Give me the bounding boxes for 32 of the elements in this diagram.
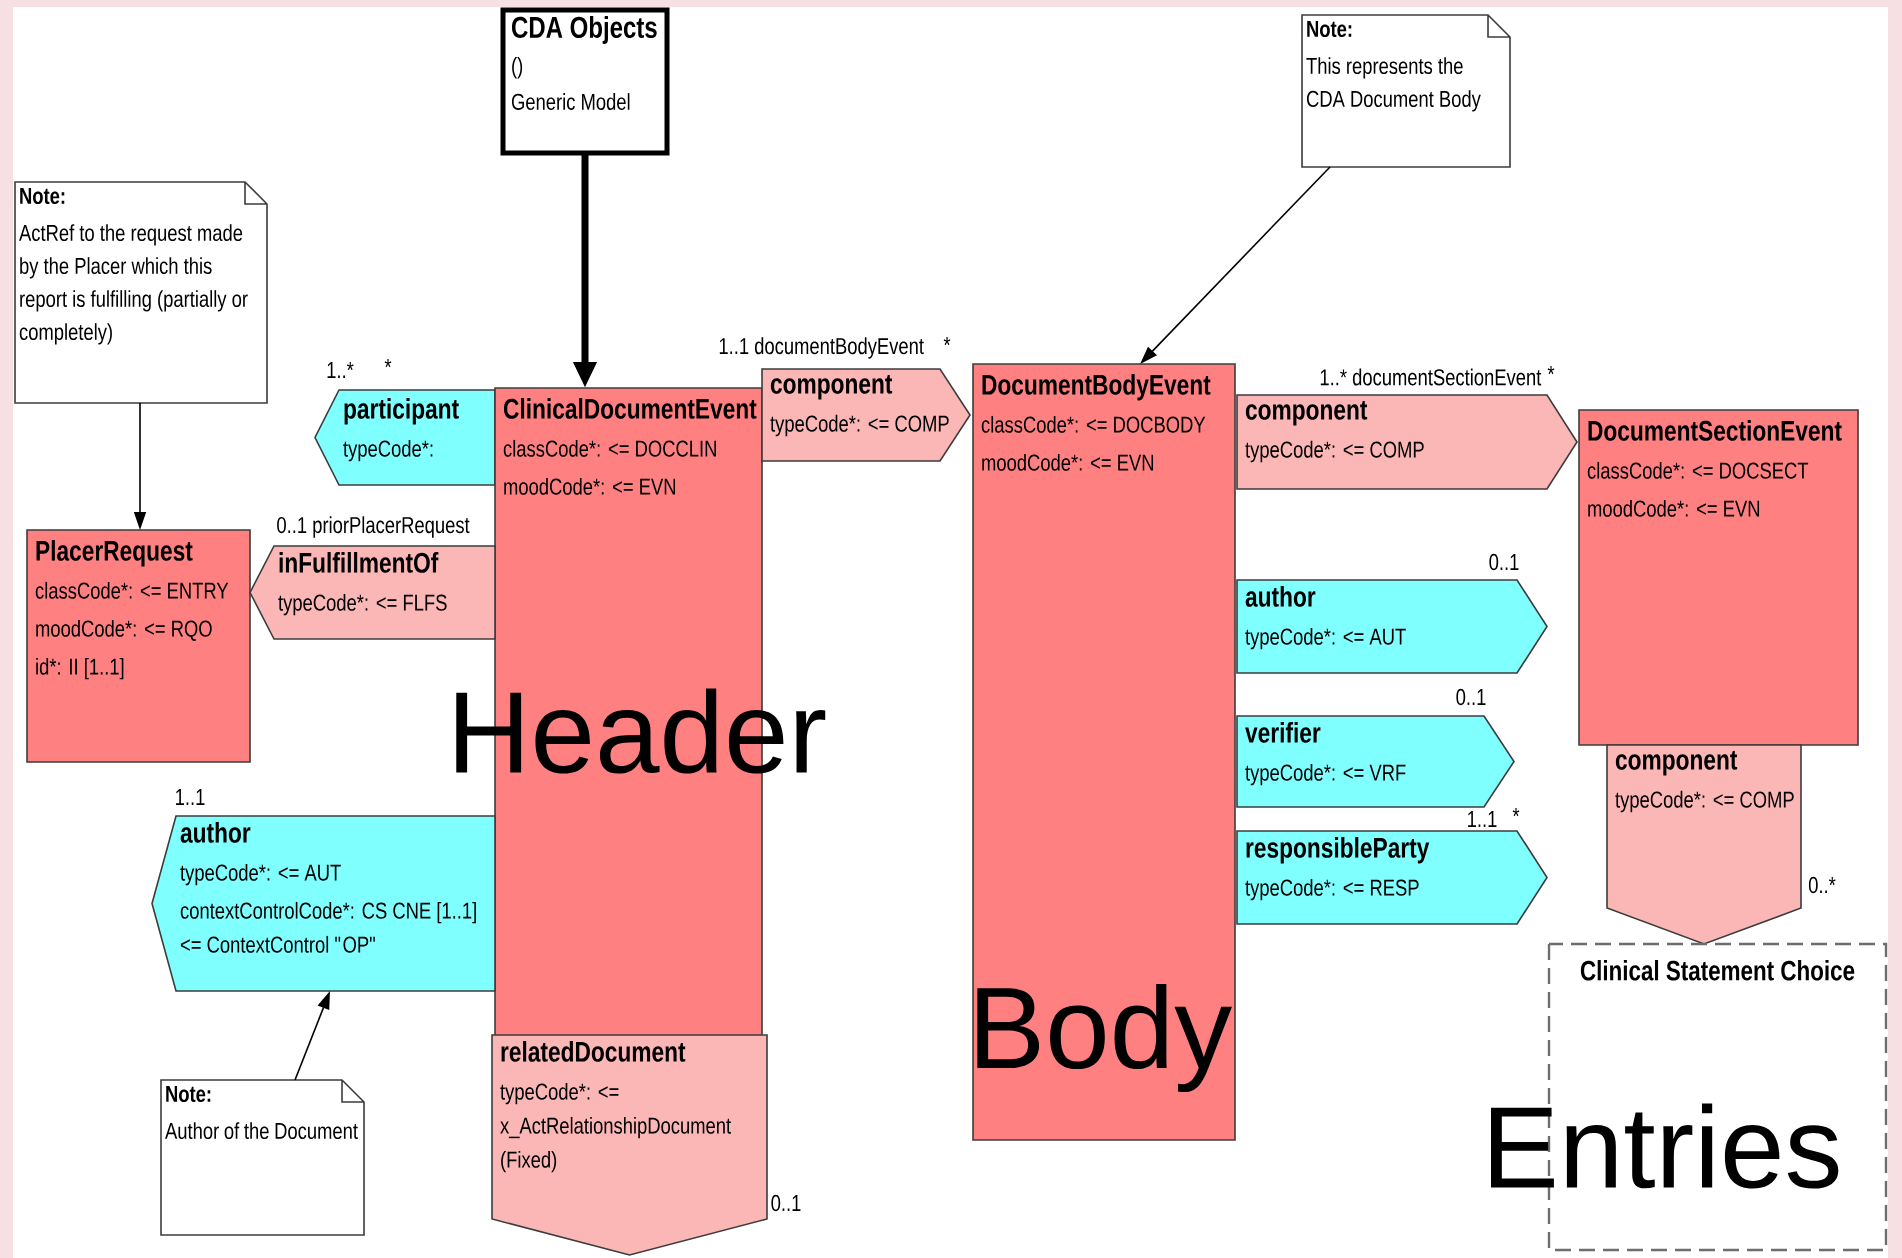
relationship-arrow-box: author typeCode*: <= AUT xyxy=(1236,579,1548,674)
relationship-arrow-box: component typeCode*: <= COMP xyxy=(1606,744,1802,945)
relationship-arrow-box: inFulfillmentOf typeCode*: <= FLFS xyxy=(249,545,496,640)
note-box: Note: Author of the Document xyxy=(160,1079,365,1236)
relationship-arrow-box: verifier typeCode*: <= VRF xyxy=(1236,715,1515,808)
relationship-arrow-box: author typeCode*: <= AUT contextControlCode*: CS CNE [1..1] <= ContextControl "OP" xyxy=(151,815,496,992)
relationship-arrow-box: component typeCode*: <= COMP xyxy=(761,368,971,462)
relationship-arrow-box: component typeCode*: <= COMP xyxy=(1236,394,1578,490)
class-box: PlacerRequest classCode*: <= ENTRY moodCode*: <= RQO id*: II [1..1] xyxy=(26,529,251,763)
multiplicity-label: 1..1 documentBodyEvent xyxy=(719,337,924,359)
relationship-arrow-box: participant typeCode*: xyxy=(314,389,496,486)
multiplicity-label: 0..1 xyxy=(1489,553,1519,571)
multiplicity-label: 0..1 xyxy=(771,1194,801,1212)
section-label: Entries xyxy=(1491,1103,1839,1189)
section-label: Body xyxy=(977,983,1232,1093)
note-box: Note: ActRef to the request made by the Placer which this report is fulfilling (partially or completely) xyxy=(14,181,268,404)
relationship-arrow-box: relatedDocument typeCode*: <= x_ActRelationshipDocument (Fixed) xyxy=(491,1034,768,1256)
multiplicity-label: 1..* documentSectionEvent xyxy=(1320,368,1542,386)
multiplicity-label: * xyxy=(1512,808,1520,817)
multiplicity-label: 1..1 xyxy=(1468,811,1497,827)
multiplicity-label: * xyxy=(943,337,951,346)
multiplicity-label: * xyxy=(384,359,392,368)
multiplicity-label: 0..1 xyxy=(1456,688,1486,706)
multiplicity-label: * xyxy=(1547,366,1555,375)
multiplicity-label: 1..* xyxy=(327,362,354,378)
multiplicity-label: 0..* xyxy=(1808,876,1836,894)
multiplicity-label: 0..1 priorPlacerRequest xyxy=(277,516,470,538)
class-box: DocumentSectionEvent classCode*: <= DOCSECT moodCode*: <= EVN xyxy=(1578,409,1859,746)
relationship-arrow-box: responsibleParty typeCode*: <= RESP xyxy=(1236,830,1548,925)
model-box: CDA Objects () Generic Model xyxy=(500,7,670,156)
note-box: Note: This represents the CDA Document Body xyxy=(1301,14,1511,168)
multiplicity-label: 1..1 xyxy=(176,789,205,805)
